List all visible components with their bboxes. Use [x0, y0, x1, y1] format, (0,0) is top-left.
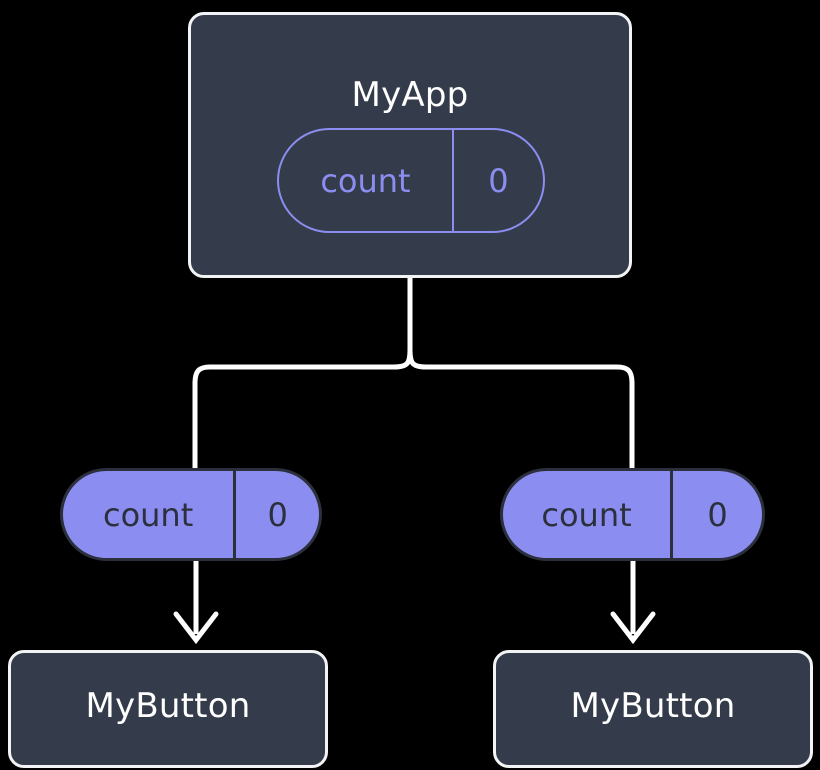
state-pill-myapp-key: count — [320, 161, 411, 200]
state-pill-branch-right-key: count — [541, 495, 632, 534]
root-to-branches-connector-left — [192, 275, 413, 471]
root-to-branches-connector — [407, 275, 635, 471]
state-pill-myapp-value: 0 — [451, 130, 543, 231]
node-mybutton-left-label: MyButton — [85, 686, 251, 726]
state-pill-branch-left[interactable]: count 0 — [60, 468, 322, 561]
node-mybutton-right-label: MyButton — [570, 686, 736, 726]
state-pill-branch-left-key: count — [102, 495, 194, 534]
node-mybutton-right[interactable]: MyButton — [493, 650, 813, 768]
state-pill-branch-right-value: 0 — [670, 471, 762, 558]
node-mybutton-left[interactable]: MyButton — [8, 650, 328, 768]
state-pill-myapp[interactable]: count 0 — [277, 128, 545, 233]
state-to-button-arrow-left — [173, 561, 219, 645]
state-pill-branch-left-value: 0 — [233, 471, 319, 558]
state-to-button-arrow-right — [610, 561, 656, 645]
state-pill-branch-right[interactable]: count 0 — [500, 468, 765, 561]
node-myapp[interactable]: MyApp — [188, 12, 632, 278]
node-myapp-label: MyApp — [351, 75, 469, 115]
